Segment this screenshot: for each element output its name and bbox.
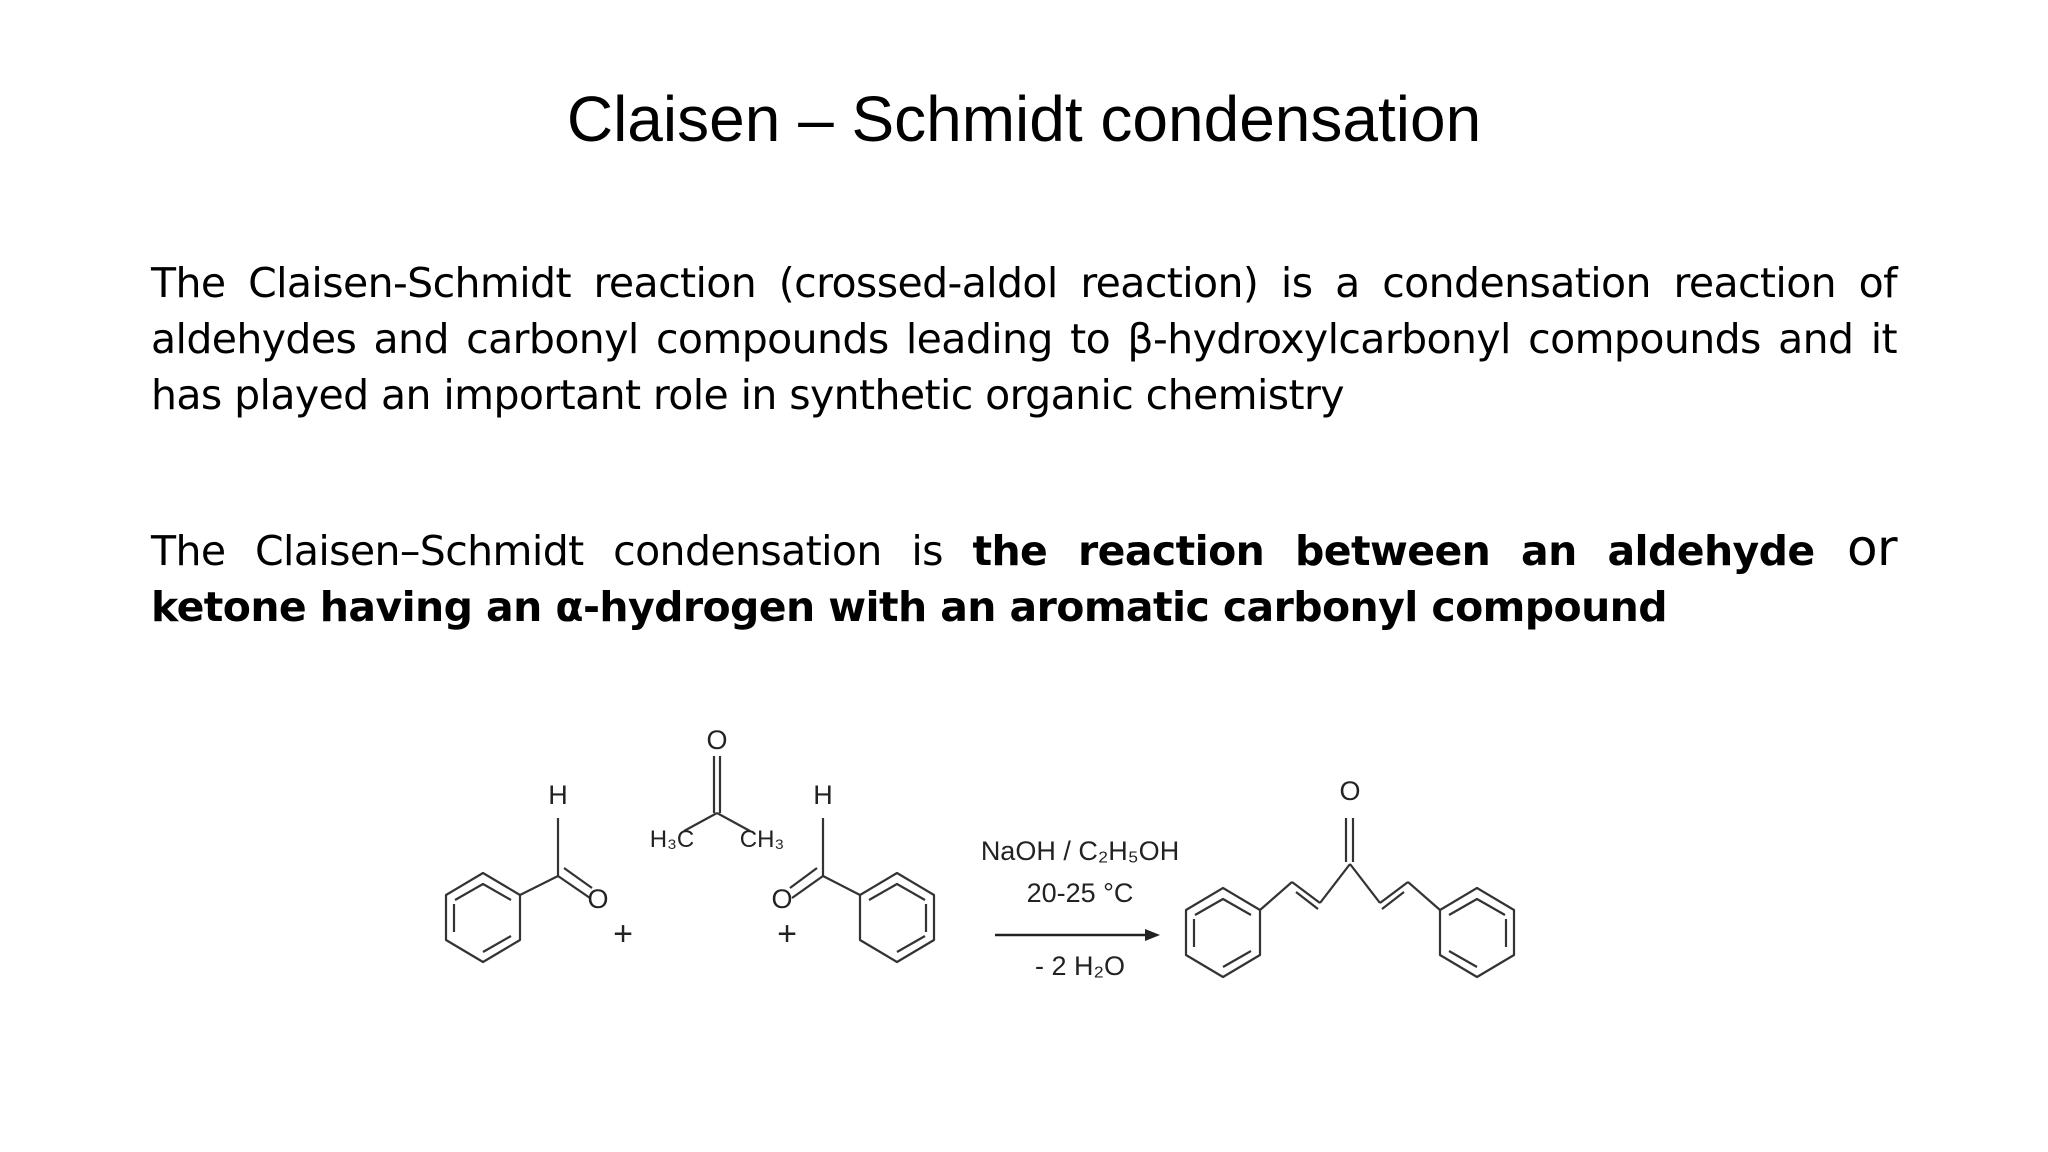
reactant2-ch3-label: CH₃ (740, 826, 784, 853)
conditions-temperature: 20-25 °C (1027, 878, 1134, 908)
reactant2-o-label: O (706, 725, 727, 755)
benzaldehyde-structure-left (444, 818, 593, 964)
reactant3-o-label: O (771, 884, 792, 914)
condensation-text: The Claisen–Schmidt condensation is (151, 527, 973, 575)
reactant2-h3c-label: H₃C (650, 826, 694, 853)
condensation-paragraph: The Claisen–Schmidt condensation is the … (151, 519, 1898, 635)
conditions-reagent: NaOH / C₂H₅OH (981, 836, 1179, 866)
conditions-water-loss: - 2 H₂O (1035, 951, 1125, 981)
plus-sign-1: + (613, 915, 633, 953)
benzaldehyde-structure-right (789, 818, 936, 964)
product-o-label: O (1339, 776, 1360, 806)
acetone-structure (683, 756, 751, 832)
condensation-connector: or (1814, 519, 1898, 577)
definition-paragraph: The Claisen-Schmidt reaction (crossed-al… (151, 259, 1898, 419)
reaction-arrow (995, 929, 1160, 941)
reactant3-h-label: H (813, 780, 833, 810)
condensation-bold-aldehyde: the reaction between an aldehyde (972, 527, 1815, 575)
slide-title: Claisen – Schmidt condensation (566, 83, 1482, 155)
reaction-scheme: H O + O H₃C CH₃ + H O NaOH / C₂H₅OH 20-2… (444, 725, 1516, 981)
condensation-bold-ketone: ketone having an α-hydrogen with an arom… (151, 583, 1668, 631)
reactant1-h-label: H (548, 780, 568, 810)
plus-sign-2: + (777, 915, 797, 953)
reactant1-o-label: O (587, 884, 608, 914)
product-structure (1184, 818, 1516, 979)
